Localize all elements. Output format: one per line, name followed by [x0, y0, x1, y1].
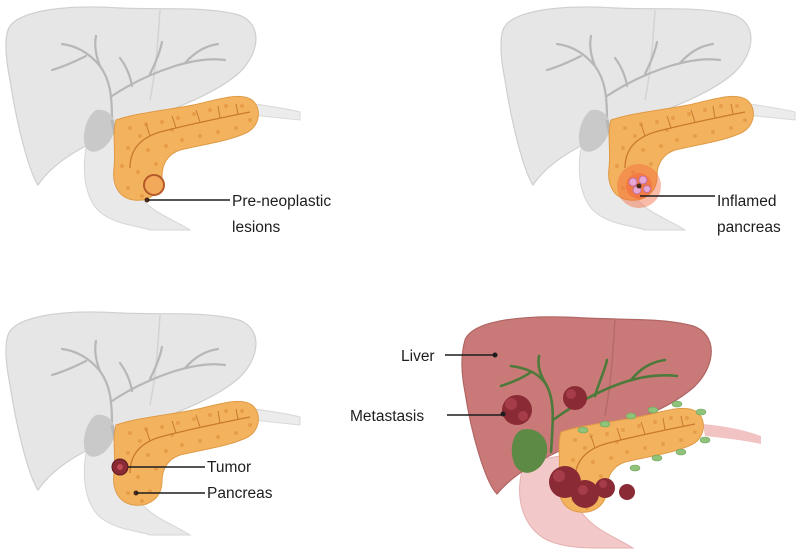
panel-inflamed: Inflamed pancreas — [501, 7, 795, 236]
label-lesions: lesions — [232, 219, 280, 236]
label-pre-neoplastic: Pre-neoplastic — [232, 193, 331, 210]
panel-tumor: Tumor Pancreas — [6, 312, 300, 535]
panel-pre-neoplastic: Pre-neoplastic lesions — [6, 7, 332, 236]
label-liver: Liver — [401, 348, 435, 365]
label-inflamed: Inflamed — [717, 193, 776, 210]
panel-metastasis: Liver Metastasis — [350, 317, 761, 548]
label-pancreas-inflamed: pancreas — [717, 219, 781, 236]
label-tumor: Tumor — [207, 459, 251, 476]
pre-neoplastic-lesion — [144, 175, 164, 195]
label-pancreas: Pancreas — [207, 485, 273, 502]
label-metastasis: Metastasis — [350, 408, 424, 425]
